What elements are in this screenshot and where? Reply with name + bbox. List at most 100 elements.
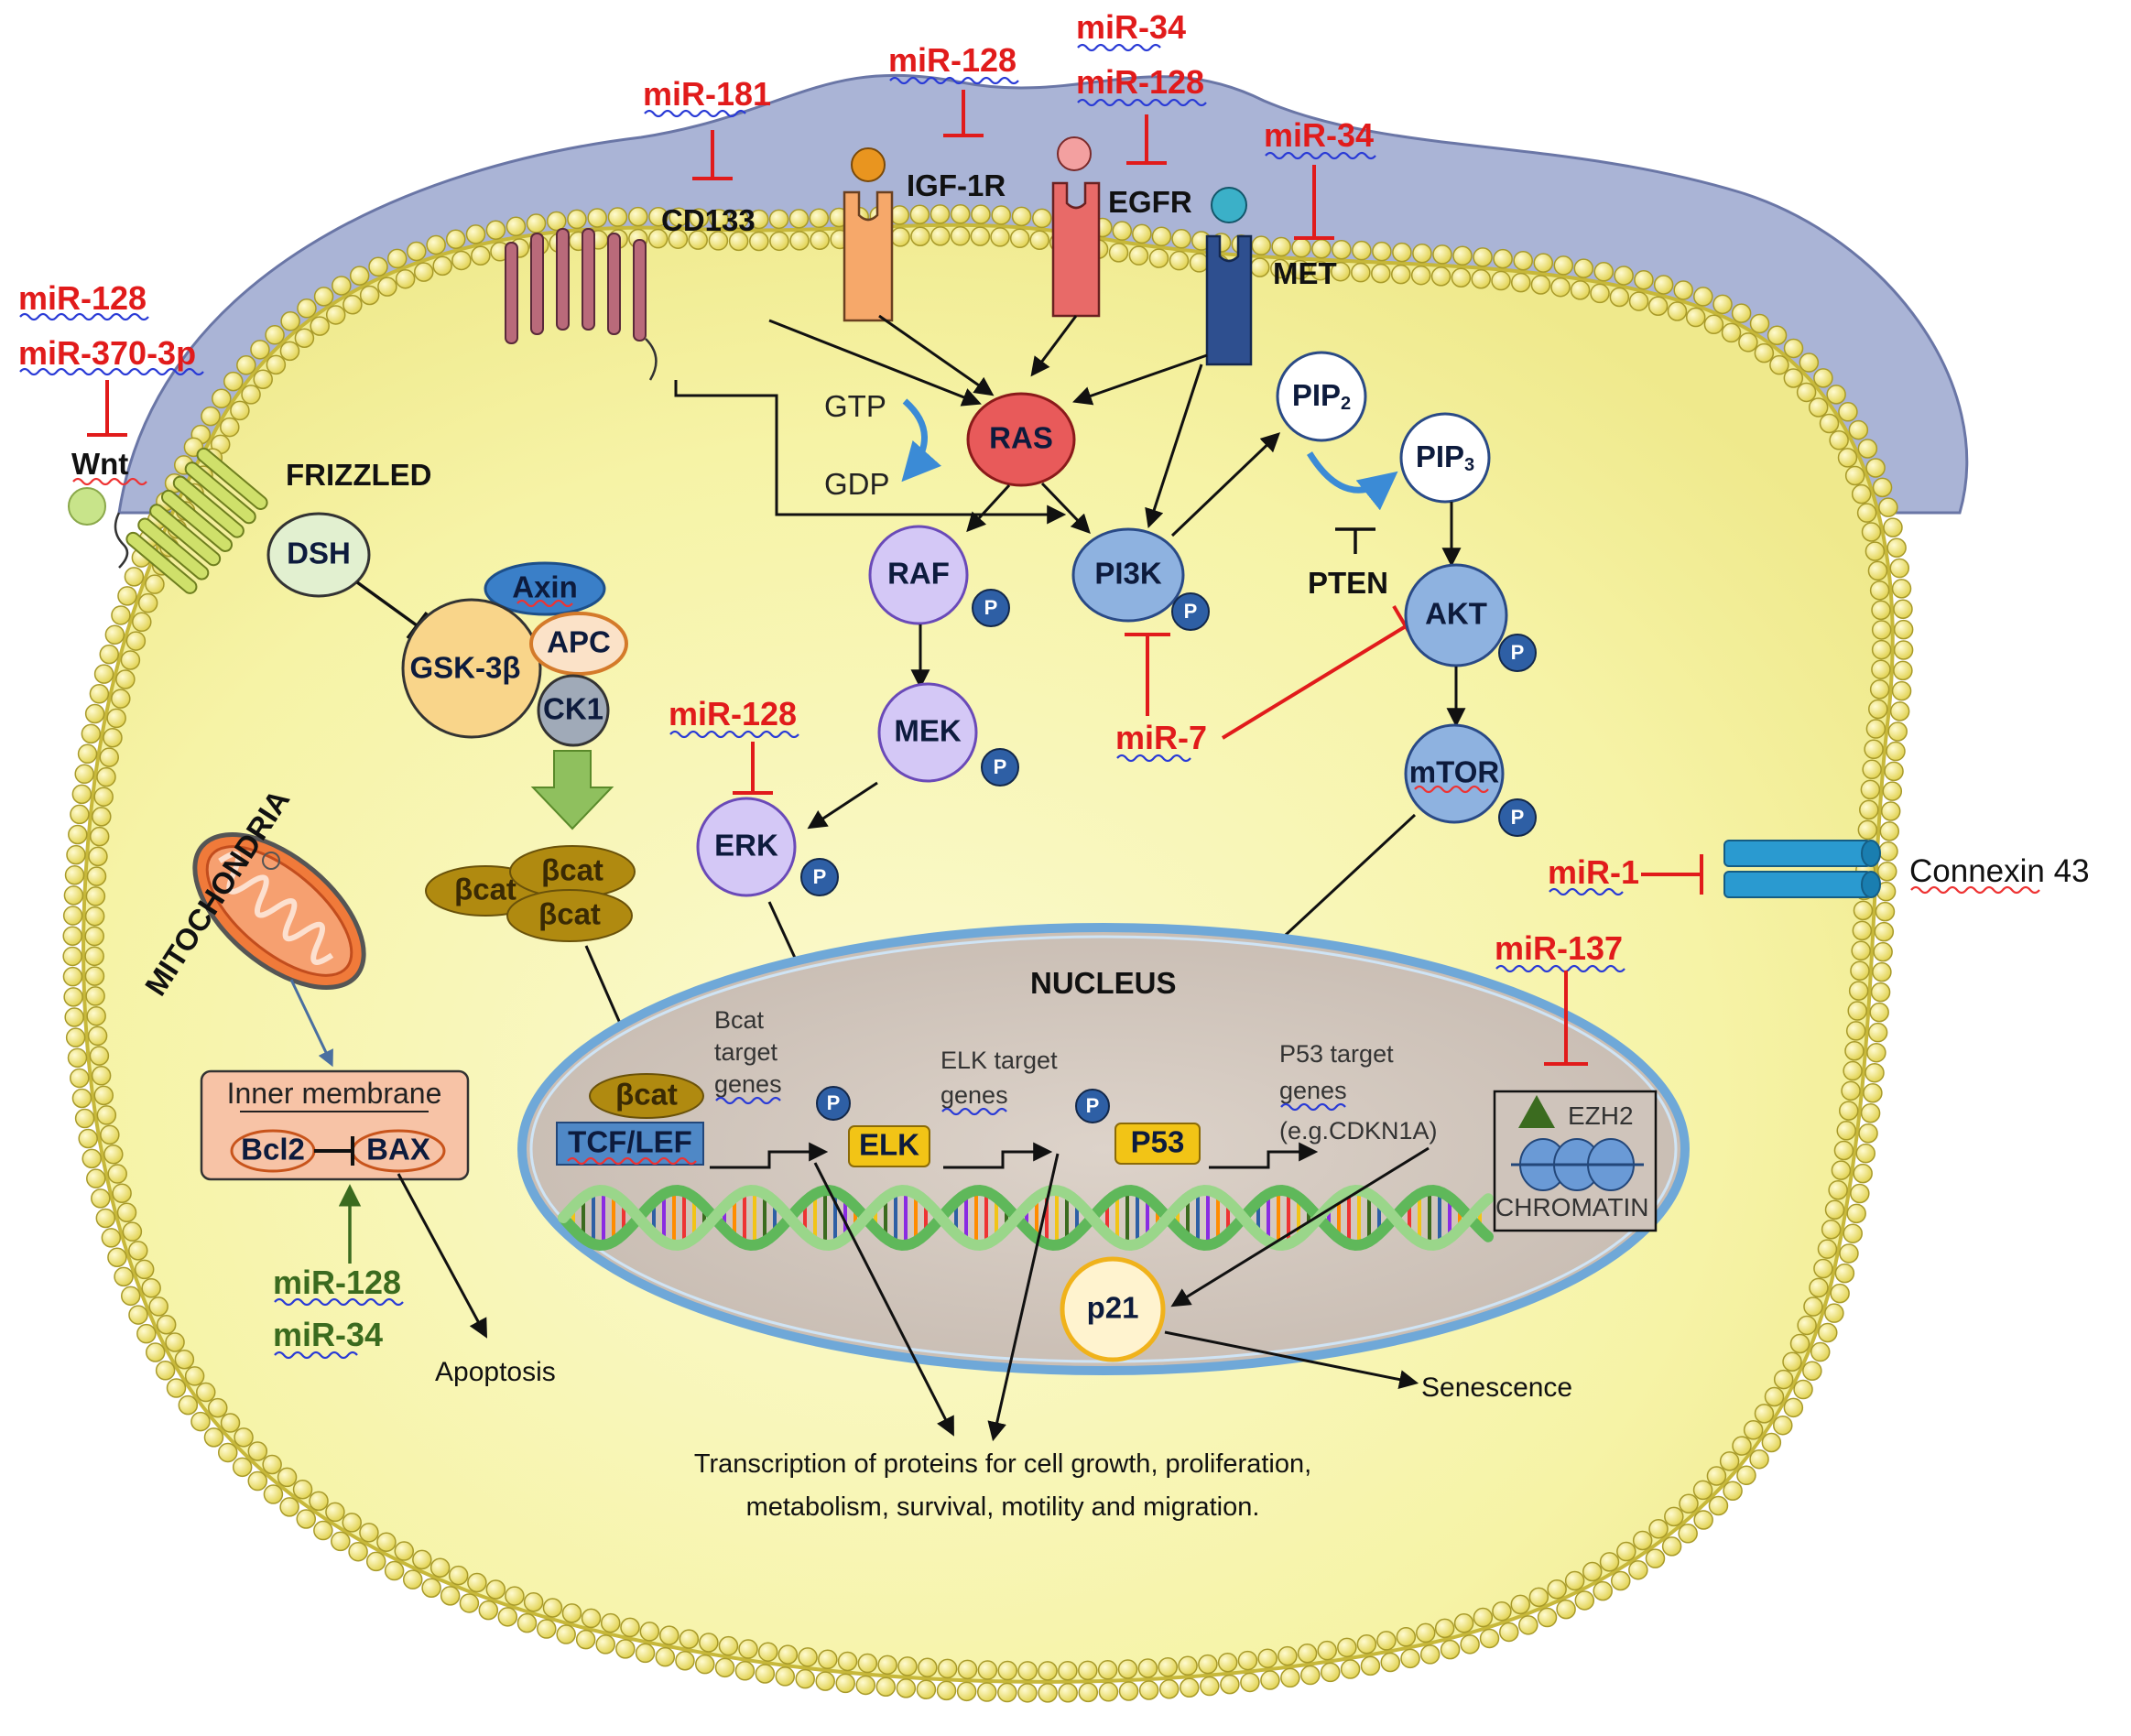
membrane-bead bbox=[1844, 465, 1865, 486]
membrane-bead bbox=[1492, 1601, 1512, 1622]
membrane-bead bbox=[292, 1479, 313, 1500]
phospho-label: P bbox=[984, 596, 998, 619]
membrane-bead bbox=[148, 1297, 169, 1317]
membrane-bead bbox=[1533, 253, 1554, 273]
membrane-bead bbox=[1893, 660, 1913, 681]
membrane-bead bbox=[104, 624, 125, 645]
membrane-bead bbox=[1038, 1661, 1058, 1681]
membrane-bead bbox=[63, 987, 83, 1007]
membrane-bead bbox=[451, 250, 472, 271]
membrane-bead bbox=[155, 1361, 176, 1381]
transcription-line-1: Transcription of proteins for cell growt… bbox=[694, 1449, 1311, 1479]
membrane-bead bbox=[1754, 1404, 1775, 1424]
membrane-bead bbox=[930, 204, 951, 224]
bcat-label: βcat bbox=[538, 897, 601, 931]
membrane-bead bbox=[89, 684, 110, 704]
membrane-bead bbox=[81, 723, 102, 744]
membrane-bead bbox=[1440, 1639, 1461, 1660]
pip2-label: PIP2 bbox=[1292, 378, 1351, 415]
phospho-badges: P P P P P P bbox=[800, 589, 1537, 896]
membrane-bead bbox=[897, 1656, 918, 1676]
membrane-bead bbox=[1371, 263, 1391, 284]
membrane-bead bbox=[1830, 1283, 1850, 1304]
membrane-bead bbox=[1797, 1315, 1817, 1336]
membrane-bead bbox=[100, 1124, 120, 1145]
membrane-bead bbox=[116, 1202, 137, 1222]
nucleosomes bbox=[1511, 1138, 1644, 1191]
membrane-bead bbox=[1879, 821, 1900, 841]
membrane-bead bbox=[1873, 941, 1893, 962]
membrane-bead bbox=[166, 1378, 187, 1398]
membrane-bead bbox=[1300, 1665, 1321, 1686]
membrane-bead bbox=[1291, 237, 1311, 258]
membrane-bead bbox=[277, 1467, 298, 1488]
membrane-bead bbox=[1857, 439, 1878, 459]
membrane-bead bbox=[1723, 1481, 1743, 1501]
egfr-to-ras bbox=[1030, 315, 1078, 377]
membrane-bead bbox=[1180, 1677, 1200, 1698]
ezh2-label: EZH2 bbox=[1568, 1101, 1634, 1130]
membrane-bead bbox=[136, 1323, 157, 1344]
membrane-bead bbox=[1479, 1628, 1500, 1649]
tss-arrow-3 bbox=[1209, 1142, 1319, 1169]
membrane-bead bbox=[1721, 322, 1742, 343]
membrane-bead bbox=[1783, 338, 1804, 359]
membrane-bead bbox=[1802, 1361, 1822, 1381]
membrane-bead bbox=[1796, 382, 1817, 403]
membrane-bead bbox=[1773, 1415, 1793, 1436]
membrane-bead bbox=[279, 341, 300, 362]
membrane-bead bbox=[950, 204, 971, 224]
membrane-bead bbox=[1678, 1524, 1698, 1544]
membrane-bead bbox=[407, 241, 427, 262]
membrane-bead bbox=[1719, 1451, 1740, 1471]
membrane-bead bbox=[1789, 1333, 1810, 1354]
membrane-bead bbox=[1392, 242, 1412, 263]
nucleus bbox=[517, 923, 1690, 1375]
phospho-p53-label: P bbox=[1086, 1094, 1100, 1117]
membrane-bead bbox=[1843, 1060, 1863, 1081]
membrane-bead bbox=[818, 1649, 838, 1670]
membrane-bead bbox=[65, 1027, 86, 1047]
membrane-bead bbox=[1430, 266, 1451, 287]
p53-box bbox=[1114, 1123, 1201, 1165]
membrane-bead bbox=[769, 231, 789, 252]
membrane-bead bbox=[325, 305, 346, 325]
membrane-bead bbox=[106, 708, 126, 729]
membrane-bead bbox=[1471, 269, 1491, 289]
membrane-bead bbox=[728, 231, 749, 252]
membrane-bead bbox=[1058, 1660, 1078, 1681]
membrane-bead bbox=[1847, 1001, 1867, 1021]
cd133-receptor bbox=[505, 228, 658, 381]
membrane-bead bbox=[1128, 245, 1149, 266]
membrane-bead bbox=[1257, 1648, 1278, 1668]
membrane-bead bbox=[757, 1642, 778, 1662]
membrane-bead bbox=[262, 1454, 282, 1475]
membrane-bead bbox=[1891, 680, 1912, 701]
membrane-bead bbox=[561, 1603, 582, 1623]
membrane-bead bbox=[1821, 1219, 1842, 1240]
membrane-bead bbox=[1453, 1612, 1474, 1633]
membrane-bead bbox=[1860, 779, 1881, 800]
membrane-bead bbox=[368, 256, 388, 277]
membrane-bead bbox=[62, 906, 83, 926]
axin-label: Axin bbox=[512, 570, 578, 604]
membrane-bead bbox=[777, 1644, 799, 1665]
met-to-pi3k bbox=[1145, 363, 1203, 528]
dna-helix bbox=[558, 1184, 1494, 1252]
membrane-bead bbox=[909, 204, 930, 225]
membrane-bead bbox=[85, 986, 105, 1006]
membrane-bead bbox=[220, 417, 240, 438]
membrane-bead bbox=[253, 369, 273, 389]
mir1-label: miR-1 bbox=[1548, 853, 1639, 891]
membrane-bead bbox=[669, 207, 689, 227]
membrane-bead bbox=[134, 1259, 155, 1280]
membrane-bead bbox=[857, 1653, 878, 1674]
membrane-bead bbox=[768, 209, 789, 230]
membrane-bead bbox=[1848, 981, 1869, 1001]
membrane-bead bbox=[957, 1659, 978, 1680]
bcat-cluster: βcat βcat βcat bbox=[425, 845, 636, 942]
membrane-bead bbox=[1460, 1634, 1480, 1655]
membrane-bead bbox=[889, 205, 910, 225]
membrane-bead bbox=[635, 1643, 656, 1664]
membrane-bead bbox=[930, 226, 951, 246]
